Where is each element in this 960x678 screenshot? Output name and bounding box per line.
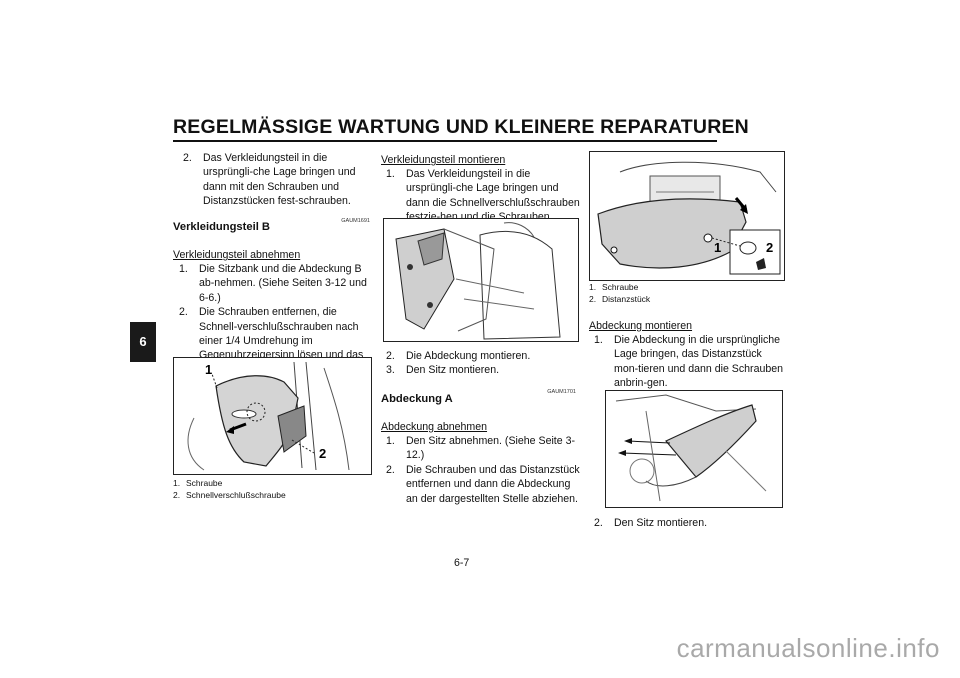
list-item: 2.Den Sitz montieren.	[594, 517, 708, 529]
title-rule	[173, 140, 717, 142]
subheading: Verkleidungsteil abnehmen	[173, 249, 301, 261]
chapter-tab: 6	[130, 322, 156, 362]
col1-captions: 1.Schraube 2.Schnellverschlußschraube	[173, 477, 373, 501]
list-item: 1.Die Sitzbank und die Abdeckung B ab-ne…	[179, 263, 367, 304]
col1-intro-list: 2.Das Verkleidungsteil in die ursprüngli…	[183, 151, 373, 209]
col2-steps-continued: 2.Die Abdeckung montieren. 3.Den Sitz mo…	[386, 349, 580, 378]
callout-2: 2	[319, 446, 326, 461]
callout-1: 1	[205, 362, 212, 377]
subheading: Abdeckung montieren	[589, 320, 693, 332]
section-code: GAUM1691	[341, 218, 370, 224]
list-item: 3.Den Sitz montieren.	[386, 364, 500, 377]
list-item: 2.Die Schrauben und das Distanzstück ent…	[386, 463, 580, 505]
list-item: 1.Schraube	[173, 478, 223, 488]
cover-a-illustration: 1 2	[597, 161, 781, 275]
figure-fairing-b: 1 2	[173, 357, 372, 475]
figure-cover-install	[605, 390, 783, 508]
col3-steps: 1.Die Abdeckung in die ursprüngliche Lag…	[594, 333, 786, 391]
figure-cover-a: 1 2	[589, 151, 785, 281]
figure-fairing-install	[383, 218, 579, 342]
list-item: 2.Die Abdeckung montieren.	[386, 350, 531, 362]
callout-1: 1	[714, 240, 721, 255]
watermark: carmanualsonline.info	[676, 633, 940, 663]
cover-install-illustration	[615, 394, 767, 502]
subheading: Verkleidungsteil montieren	[381, 154, 506, 166]
list-item: 1.Schraube	[589, 282, 639, 292]
col3-steps-continued: 2.Den Sitz montieren.	[594, 516, 786, 530]
subheading: Abdeckung abnehmen	[381, 421, 488, 433]
col2-steps-abdeckung: 1.Den Sitz abnehmen. (Siehe Seite 3-12.)…	[386, 434, 580, 506]
list-item: 2.Das Verkleidungsteil in die ursprüngli…	[183, 152, 356, 208]
section-title: Abdeckung A	[381, 393, 453, 405]
list-item: 1.Den Sitz abnehmen. (Siehe Seite 3-12.)	[386, 435, 576, 462]
list-item: 2.Schnellverschlußschraube	[173, 490, 286, 500]
fairing-install-illustration	[395, 222, 561, 340]
list-item: 1.Die Abdeckung in die ursprüngliche Lag…	[594, 334, 784, 390]
callout-2: 2	[766, 240, 773, 255]
page-title: REGELMÄSSIGE WARTUNG UND KLEINERE REPARA…	[173, 116, 749, 138]
page-number: 6-7	[454, 557, 470, 569]
section-code: GAUM1701	[547, 389, 576, 395]
section-title: Verkleidungsteil B	[173, 221, 270, 233]
col3-captions: 1.Schraube 2.Distanzstück	[589, 281, 779, 305]
list-item: 2.Distanzstück	[589, 294, 651, 304]
fairing-illustration: 1 2	[187, 361, 350, 471]
